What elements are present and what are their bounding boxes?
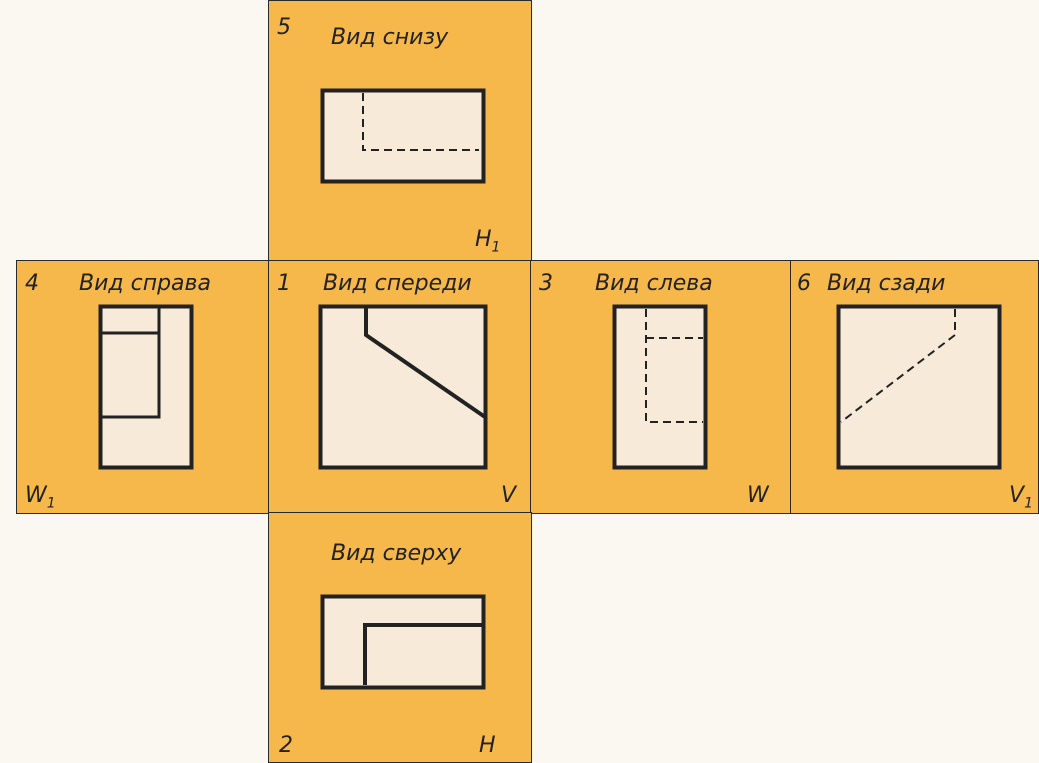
- front-view-drawing: [318, 304, 488, 470]
- panel-number: 4: [25, 271, 39, 296]
- panel-number: 2: [279, 733, 293, 758]
- panel-right-view: 4 Вид справа W1: [16, 260, 270, 514]
- panel-title: Вид снизу: [331, 25, 449, 50]
- panel-title: Вид справа: [79, 271, 211, 296]
- panel-title: Вид спереди: [323, 271, 472, 296]
- panel-title: Вид слева: [595, 271, 713, 296]
- plane-label: H1: [475, 227, 501, 256]
- top-view-drawing: [320, 594, 486, 690]
- left-view-drawing: [612, 304, 708, 470]
- panel-title: Вид сзади: [827, 271, 946, 296]
- panel-front-view: 1 Вид спереди V: [268, 260, 532, 514]
- panel-left-view: 3 Вид слева W: [530, 260, 792, 514]
- panel-title: Вид сверху: [331, 541, 462, 566]
- plane-label: H: [479, 733, 496, 758]
- panel-top-view: Вид сверху 2 H: [268, 512, 532, 763]
- plane-label: W1: [25, 483, 56, 512]
- right-view-drawing: [98, 304, 194, 470]
- panel-number: 6: [797, 271, 811, 296]
- bottom-view-drawing: [320, 88, 486, 184]
- panel-rear-view: 6 Вид сзади V1: [790, 260, 1039, 514]
- plane-label: W: [747, 483, 769, 508]
- plane-label: V: [501, 483, 517, 508]
- panel-number: 1: [277, 271, 291, 296]
- rear-view-drawing: [836, 304, 1002, 470]
- plane-label: V1: [1009, 483, 1033, 512]
- panel-bottom-view: 5 Вид снизу H1: [268, 0, 532, 262]
- panel-number: 5: [277, 15, 291, 40]
- panel-number: 3: [539, 271, 553, 296]
